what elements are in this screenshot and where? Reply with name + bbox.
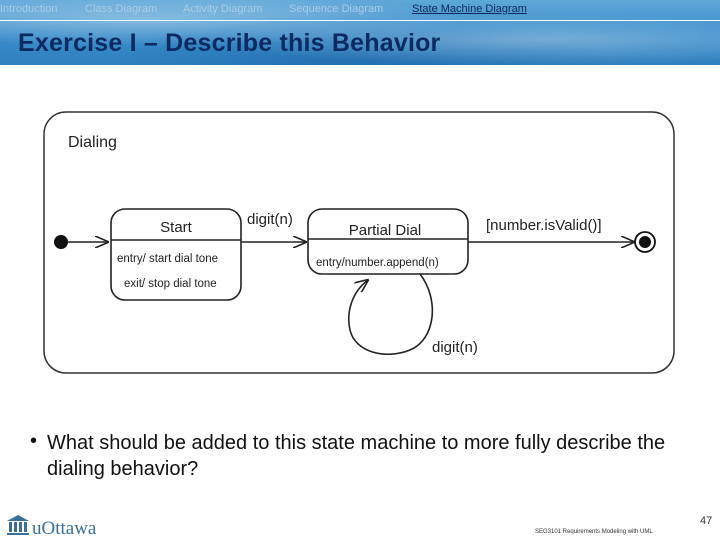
composite-state-name: Dialing [68, 134, 117, 151]
nav-state-machine-diagram[interactable]: State Machine Diagram [412, 3, 527, 15]
initial-state-icon [54, 235, 68, 249]
state-start-entry-action: entry/ start dial tone [117, 253, 218, 265]
transition-label-digit: digit(n) [247, 211, 293, 228]
page-number: 47 [700, 515, 713, 527]
nav-activity-diagram[interactable]: Activity Diagram [183, 3, 263, 15]
final-state-inner [639, 236, 651, 248]
self-transition-partial-dial [348, 273, 434, 355]
header-divider-top [0, 20, 720, 21]
nav-class-diagram[interactable]: Class Diagram [85, 3, 158, 15]
uottawa-crest-icon [7, 515, 29, 535]
slide-header [0, 0, 720, 66]
transition-label-guard: [number.isValid()] [486, 217, 602, 234]
nav-introduction[interactable]: Introduction [0, 3, 58, 15]
state-start [110, 208, 242, 301]
state-partial-dial-entry-action: entry/number.append(n) [316, 257, 439, 269]
nav-sequence-diagram[interactable]: Sequence Diagram [289, 3, 384, 15]
state-start-exit-action: exit/ stop dial tone [124, 278, 217, 290]
header-divider-bottom [0, 65, 720, 66]
bullet-marker: • [30, 430, 38, 452]
slide-title: Exercise I – Describe this Behavior [18, 29, 441, 57]
state-start-name: Start [160, 219, 193, 236]
uottawa-logo-text: uOttawa [32, 518, 97, 539]
question-text: What should be added to this state machi… [47, 432, 666, 480]
self-transition-label: digit(n) [432, 339, 478, 356]
course-footer: SEG3101 Requirements Modeling with UML [535, 529, 653, 535]
state-partial-dial-name: Partial Dial [349, 222, 422, 239]
state-machine-diagram: Dialing Start entry/ start dial tone exi… [43, 111, 675, 374]
